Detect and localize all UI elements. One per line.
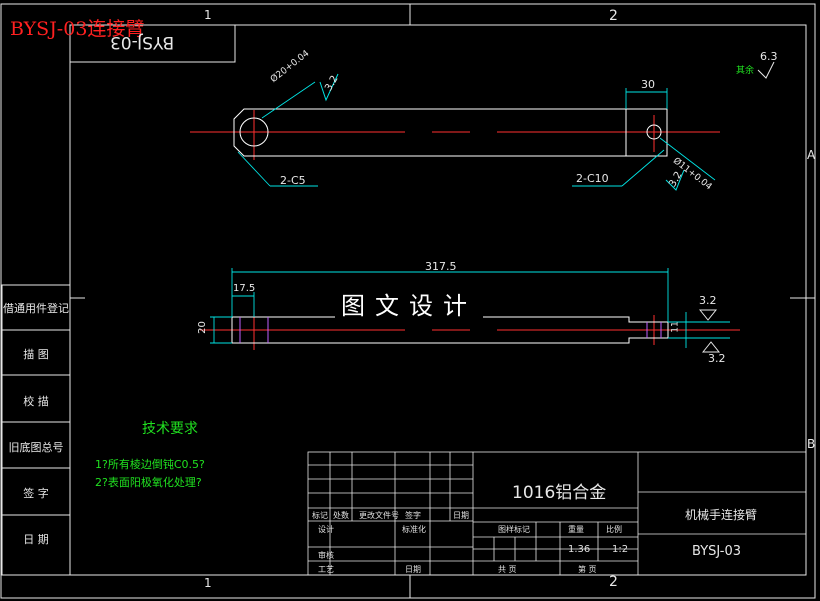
grid-col-1-bottom: 1	[204, 576, 212, 590]
roughness-symbols	[319, 61, 775, 353]
tech-requirements-heading: 技术要求	[142, 421, 198, 437]
hole-right	[646, 124, 662, 140]
dim-20: 20	[196, 321, 208, 334]
tb-weight-value: 1.36	[568, 544, 591, 555]
mirrored-drawing-code: BYSJ-03	[110, 32, 175, 52]
tb-sheet-total: 共 页	[498, 565, 517, 574]
roughness-rest-value: 6.3	[760, 50, 778, 63]
dim-11: 11	[670, 321, 681, 333]
roughness-side-bottom: 3.2	[708, 352, 726, 365]
tb-stage: 图样标记	[498, 525, 530, 534]
roughness-rest-label: 其余	[736, 66, 755, 76]
dim-17-5: 17.5	[233, 283, 256, 294]
material: 1016铝合金	[512, 483, 607, 503]
side-label-4: 旧底图总号	[8, 441, 64, 454]
tb-scale-value: 1:2	[612, 544, 629, 555]
tb-sign: 签字	[405, 511, 421, 520]
dim-chamfer-left: 2-C5	[280, 174, 306, 187]
tb-process: 工艺	[318, 565, 334, 574]
side-label-1: 借通用件登记	[3, 302, 69, 315]
drawing-number: BYSJ-03	[692, 544, 742, 559]
grid-col-1-top: 1	[204, 8, 212, 22]
tb-weight: 重量	[568, 525, 584, 534]
tb-check: 审核	[318, 551, 334, 560]
tb-doc: 更改文件号	[359, 511, 399, 520]
side-label-2: 描 图	[23, 348, 49, 361]
tb-scale: 比例	[606, 525, 622, 534]
drawing-title: BYSJ-03连接臂	[10, 18, 145, 40]
side-view	[200, 268, 740, 350]
tech-requirement-1: 1?所有棱边倒钝C0.5?	[95, 458, 205, 471]
dim-chamfer-right: 2-C10	[576, 172, 609, 185]
grid-col-2-bottom: 2	[609, 574, 618, 590]
outer-border	[0, 3, 816, 599]
dim-length: 317.5	[425, 260, 457, 273]
roughness-side-top: 3.2	[699, 294, 717, 307]
part-name: 机械手连接臂	[685, 508, 758, 522]
watermark-overlay: 图文设计	[335, 286, 483, 321]
side-label-column	[1, 284, 71, 576]
tb-design: 设计	[318, 525, 334, 534]
top-view	[190, 81, 720, 187]
side-label-5: 签 字	[23, 487, 49, 500]
tech-requirement-2: 2?表面阳极氧化处理?	[95, 476, 202, 489]
tb-date-2: 日期	[405, 565, 421, 574]
tb-mark: 标记	[312, 511, 328, 520]
dim-30: 30	[641, 78, 655, 91]
tb-sheet-no: 第 页	[578, 565, 597, 574]
side-label-6: 日 期	[23, 533, 49, 546]
tb-date: 日期	[453, 511, 469, 520]
title-block	[307, 451, 807, 576]
tb-std: 标准化	[402, 525, 426, 534]
grid-row-b: B	[807, 437, 816, 451]
side-label-3: 校 描	[23, 395, 49, 408]
grid-col-2-top: 2	[609, 8, 618, 24]
grid-row-a: A	[807, 148, 816, 162]
hole-left	[239, 117, 269, 147]
tb-count: 处数	[333, 511, 349, 520]
